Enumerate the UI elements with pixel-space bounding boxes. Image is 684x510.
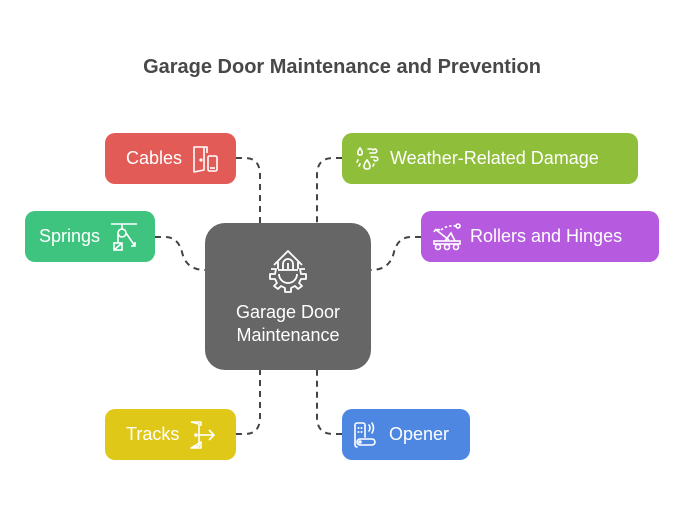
node-springs[interactable]: Springs — [25, 211, 155, 262]
node-tracks[interactable]: Tracks — [105, 409, 236, 460]
node-label: Cables — [126, 148, 183, 168]
door-exit-icon — [190, 420, 216, 449]
node-label: Rollers and Hinges — [470, 226, 623, 246]
connector-opener — [316, 370, 342, 435]
connector-tracks — [236, 370, 261, 435]
door-phone-icon — [193, 145, 218, 173]
catapult-wheels-icon — [433, 222, 461, 250]
node-label: Opener — [389, 424, 450, 444]
center-node[interactable]: Garage Door Maintenance — [205, 223, 371, 370]
house-gear-icon — [269, 249, 307, 293]
center-label: Garage Door Maintenance — [236, 301, 340, 347]
center-label-line2: Maintenance — [236, 324, 340, 345]
node-opener[interactable]: Opener — [342, 409, 470, 460]
node-label: Springs — [39, 226, 101, 246]
connector-springs — [155, 236, 206, 271]
pulley-weight-icon — [111, 222, 138, 251]
connector-weather — [316, 157, 342, 223]
node-weather-related-damage[interactable]: Weather-Related Damage — [342, 133, 638, 184]
connector-rollers — [370, 236, 421, 271]
node-cables[interactable]: Cables — [105, 133, 236, 184]
wind-water-drops-icon — [356, 146, 379, 170]
connector-cables — [236, 157, 261, 223]
node-label: Tracks — [126, 424, 180, 444]
center-label-line1: Garage Door — [235, 301, 341, 322]
smart-lock-remote-icon — [354, 421, 376, 448]
node-rollers-and-hinges[interactable]: Rollers and Hinges — [421, 211, 659, 262]
diagram-title: Garage Door Maintenance and Prevention — [143, 56, 541, 78]
node-label: Weather-Related Damage — [390, 148, 599, 168]
